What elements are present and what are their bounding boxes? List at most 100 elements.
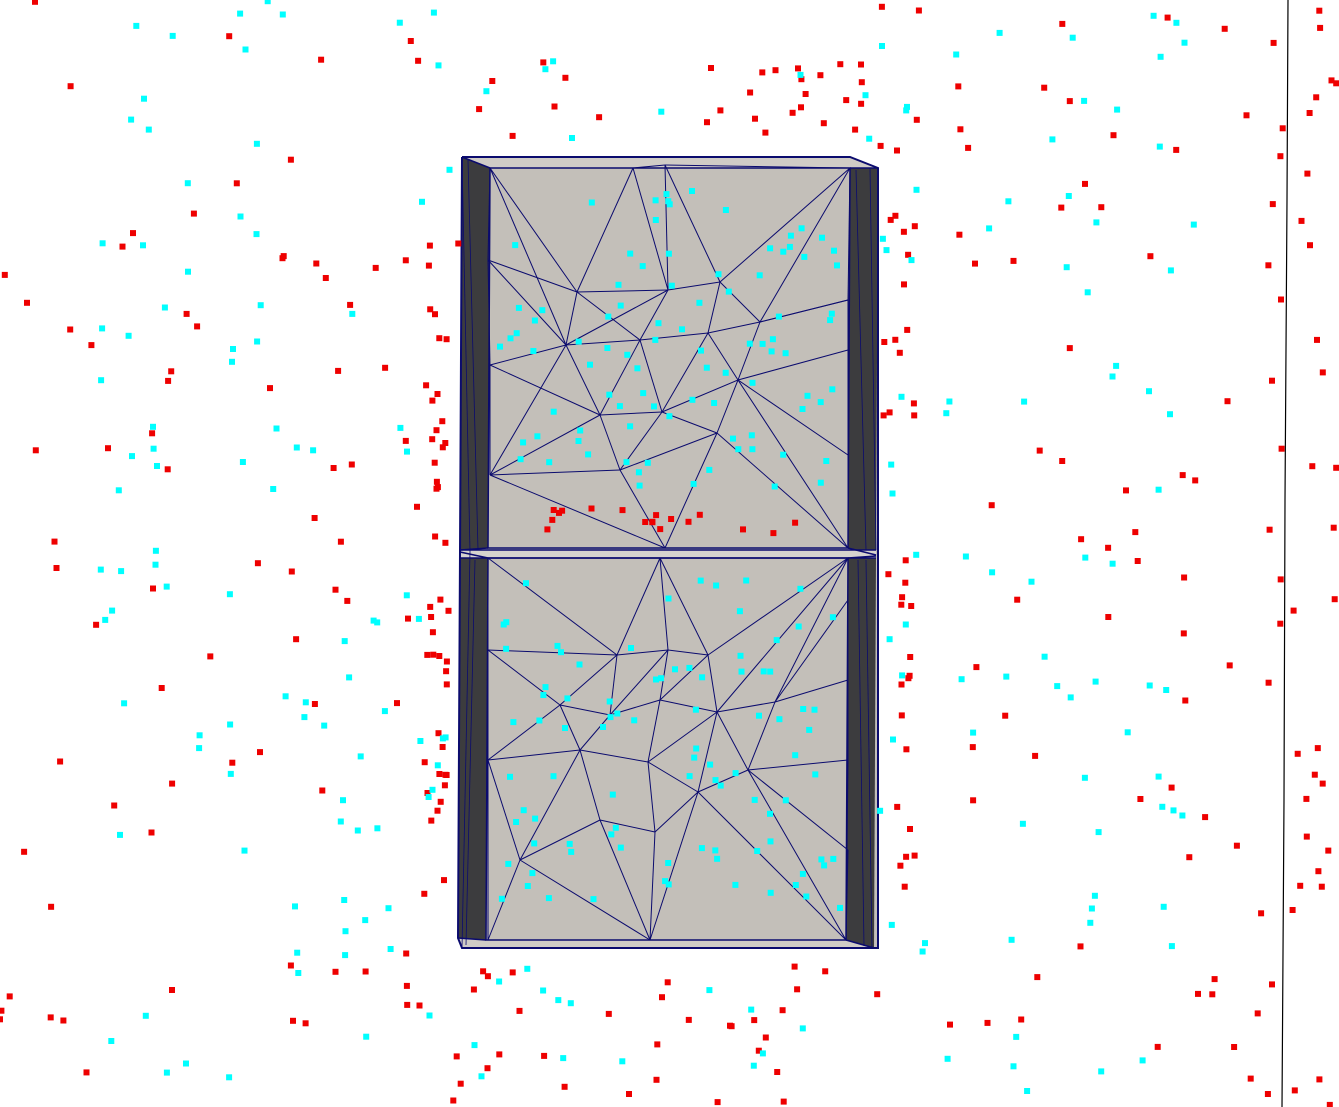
red-point [288,568,295,575]
cyan-point [546,459,553,466]
red-point [1034,974,1041,981]
cyan-point [558,649,564,656]
cyan-point [756,272,763,279]
mesh-edge [647,761,656,833]
cyan-point [292,903,298,910]
cyan-point [396,19,403,26]
cyan-point [823,458,830,464]
red-point [432,533,439,540]
mesh-edge [707,332,739,381]
cyan-point [1156,143,1163,150]
red-point [837,61,844,68]
red-point [544,526,551,533]
cyan-point [889,490,896,497]
red-point [484,973,491,980]
cyan-point [754,848,761,854]
cyan-point [161,304,168,311]
red-point [1211,976,1218,983]
red-point [1318,883,1325,890]
cyan-point [771,483,778,490]
mesh-edge [707,654,718,713]
cyan-point [1168,943,1175,950]
cyan-point [152,561,159,568]
cyan-point [636,482,643,489]
red-point [428,817,435,824]
mesh-edge [565,291,578,346]
red-point [443,668,450,675]
cyan-point [819,234,825,241]
cyan-point [830,855,837,862]
cyan-point [712,777,719,784]
cyan-point [1095,829,1102,836]
red-point [752,115,758,122]
cyan-point [128,116,135,123]
red-point [426,242,433,249]
red-point [852,126,859,133]
cyan-point [655,320,662,327]
cyan-point [381,708,388,715]
cyan-point [996,29,1003,36]
cyan-point [722,369,729,376]
red-point [685,518,692,525]
red-point [93,621,100,628]
cyan-point [1173,19,1180,26]
cyan-point [768,348,775,355]
cyan-point [98,377,105,384]
red-point [207,653,214,660]
mesh-edge [664,432,718,549]
cyan-point [102,616,109,623]
cyan-point [663,191,670,198]
red-point [436,771,443,777]
red-point [654,1041,661,1048]
cyan-point [357,753,364,760]
red-point [714,1099,721,1106]
cyan-point [108,1038,115,1044]
mesh-edge [565,344,601,416]
red-point [1294,750,1301,757]
cyan-point [958,676,965,683]
red-point [442,539,449,546]
red-point [881,339,888,345]
red-point [1307,242,1313,249]
red-point [318,56,325,63]
red-point [67,326,74,333]
red-point [907,826,913,832]
red-point [425,262,432,269]
triangulated-mesh [456,156,879,949]
red-point [429,629,436,636]
cyan-point [279,11,286,18]
red-point [550,507,557,513]
red-point [858,61,864,68]
cyan-point [1150,12,1157,19]
mesh-edge [667,281,721,291]
cyan-point [575,338,582,345]
cyan-point [425,794,432,800]
cyan-point [639,263,646,270]
cyan-point [536,717,543,724]
cyan-point [141,95,147,102]
red-point [443,772,450,778]
red-point [588,505,595,512]
cyan-point [363,1033,370,1040]
mesh-edge [747,759,849,771]
red-point [441,877,447,884]
red-point [717,107,724,114]
red-point [885,571,892,578]
cyan-point [550,58,557,65]
red-point [1137,796,1144,802]
red-point [1098,204,1105,211]
red-point [1289,907,1296,913]
mesh-edge [576,167,634,293]
red-point [957,126,964,133]
red-point [685,1016,692,1023]
cyan-point [804,392,811,399]
red-point [1331,596,1338,603]
red-point [1154,1043,1161,1050]
cyan-point [577,427,584,434]
red-point [1303,833,1310,840]
red-point [254,560,261,567]
cyan-point [1179,812,1186,819]
red-point [430,651,437,658]
cyan-point [606,391,613,398]
